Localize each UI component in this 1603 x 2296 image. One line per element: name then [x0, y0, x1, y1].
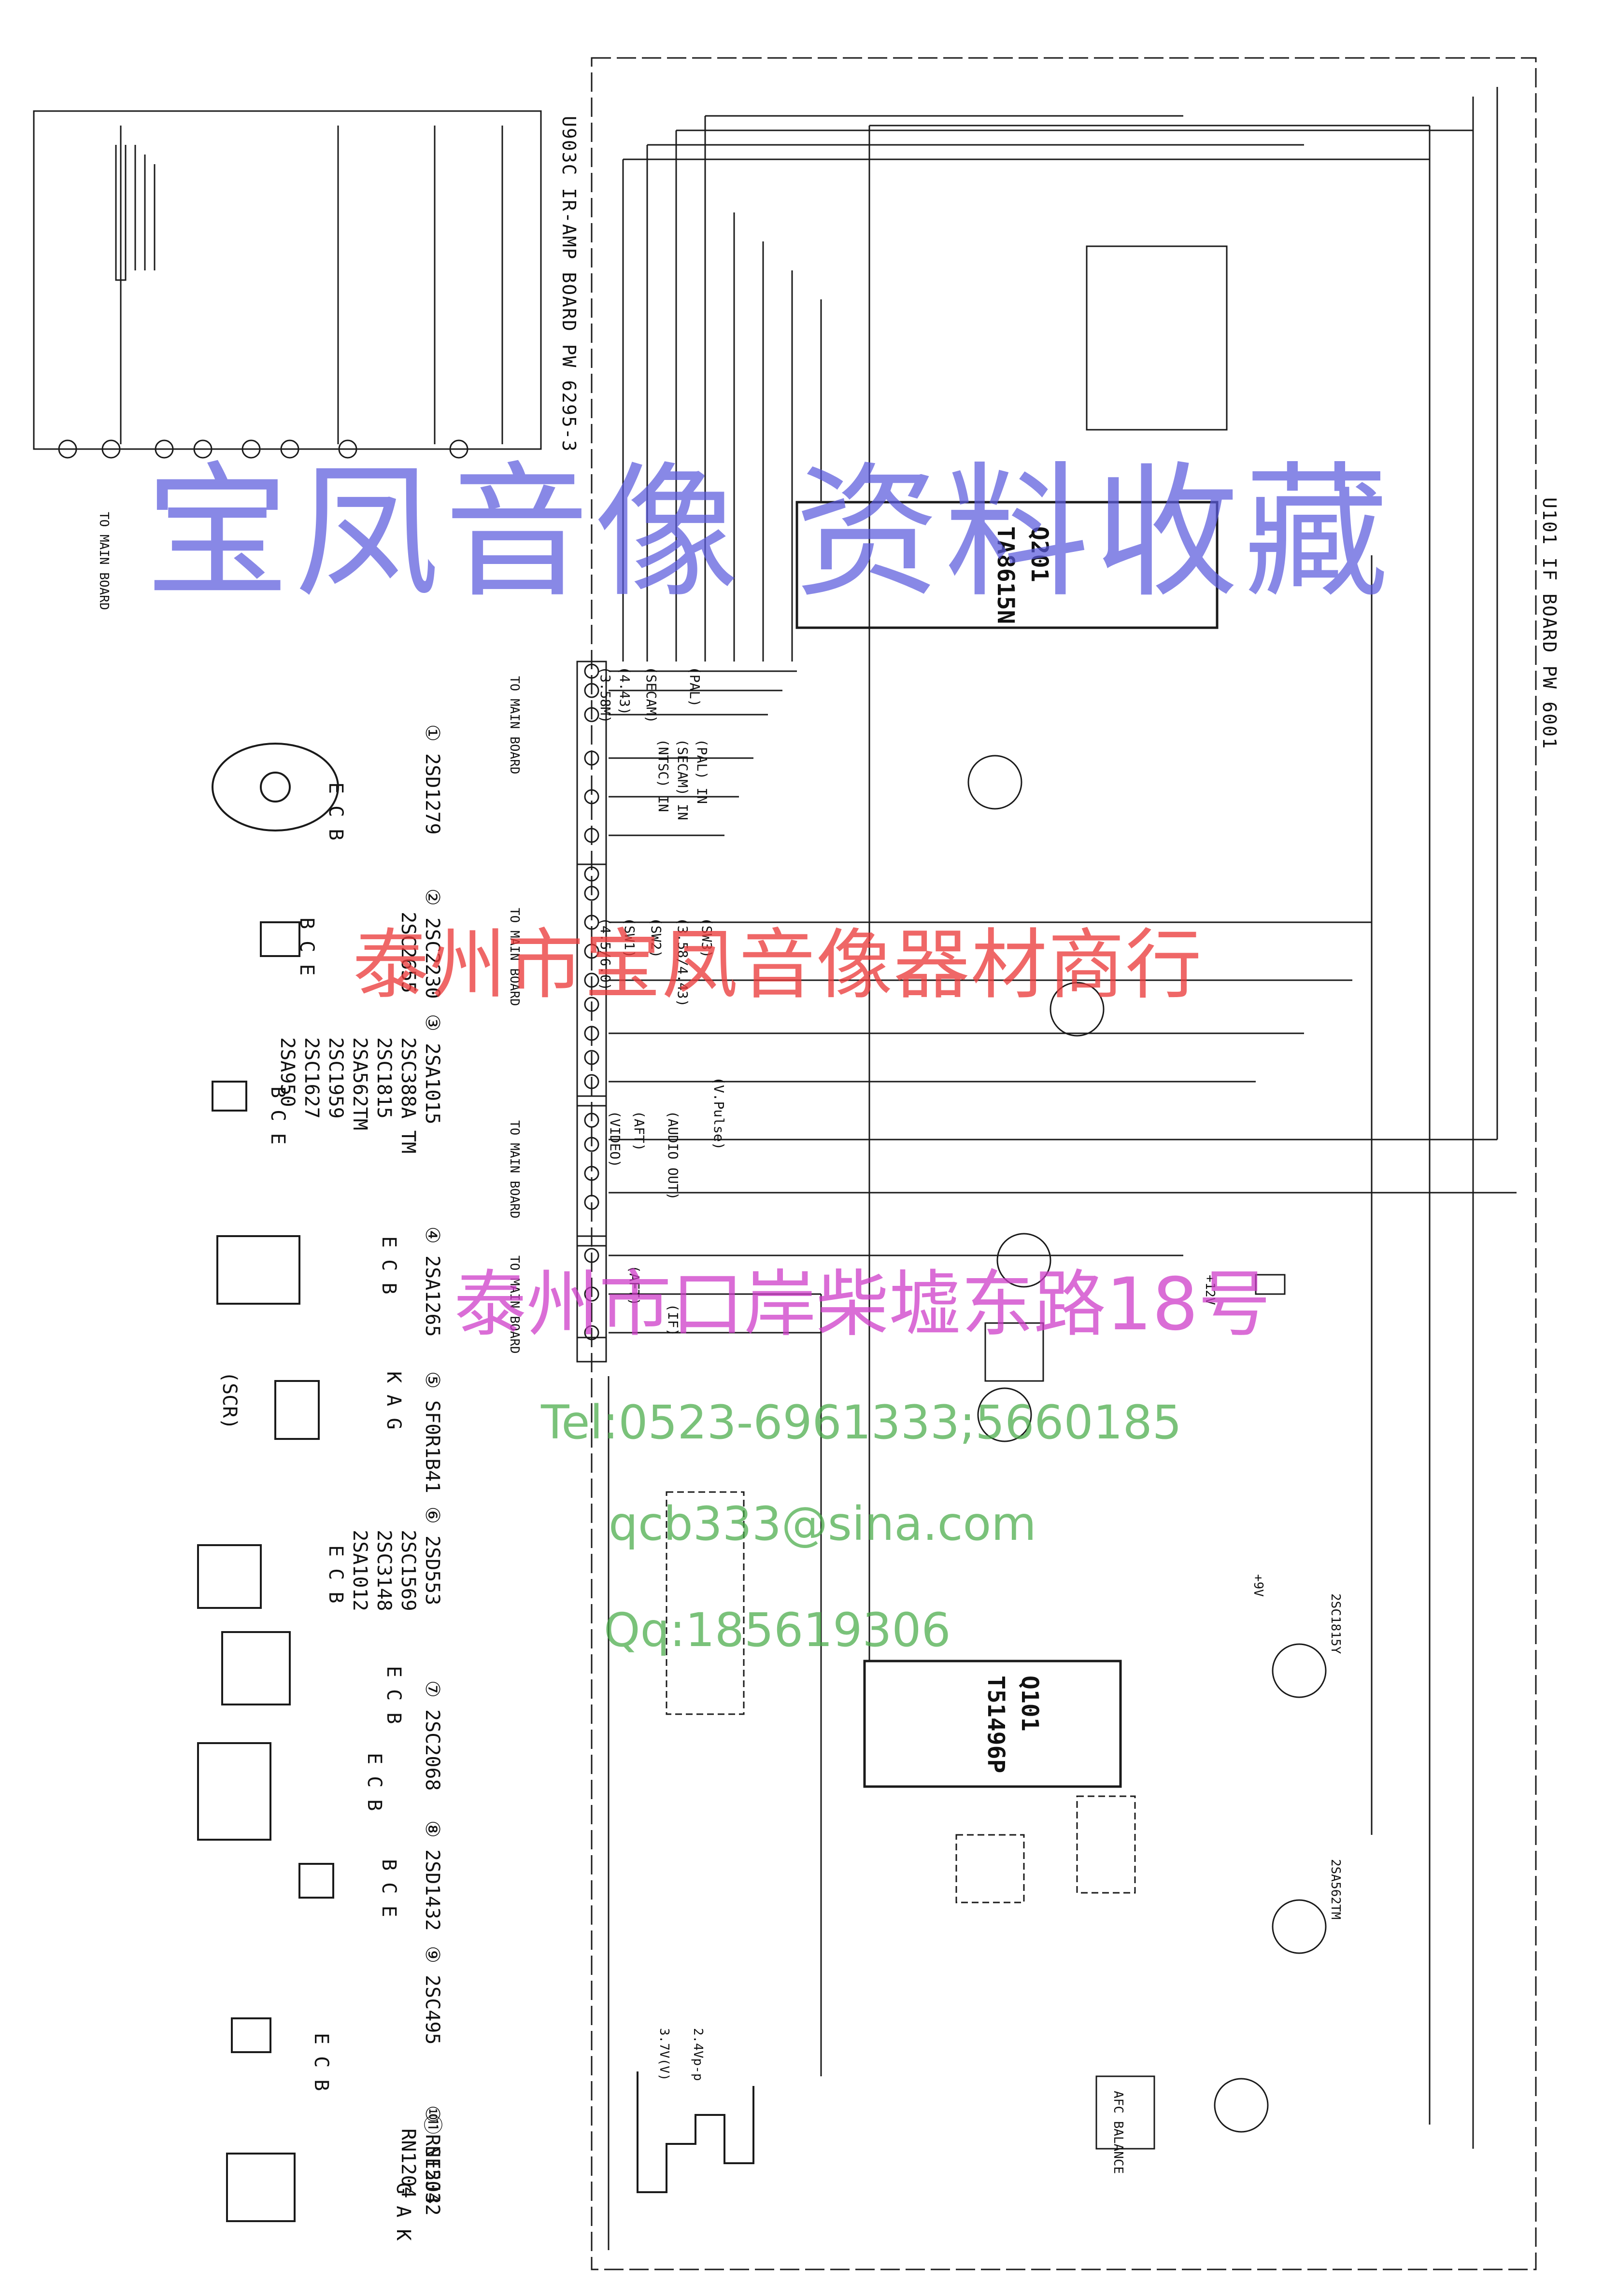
- annotation: (SECAM) IN: [675, 739, 691, 820]
- supply-9v-label: +9V: [1251, 1574, 1265, 1597]
- watermark-title: 宝凤音像 资料收藏: [145, 449, 1394, 617]
- transistor-entry: ⑦ 2SC2068: [421, 1680, 443, 1791]
- ic2-ref: Q101: [1016, 1676, 1043, 1732]
- to-main-board-label: TO MAIN BOARD: [507, 676, 522, 775]
- ic2-name: T51496P: [982, 1676, 1009, 1774]
- annotation: (AUDIO OUT): [665, 1111, 681, 1200]
- watermark-phone: Tel:0523-6961333;5660185: [541, 1395, 1182, 1450]
- if-board-title: U101 IF BOARD PW 6001: [1539, 497, 1560, 750]
- annotation: (PAL): [687, 666, 703, 707]
- transistor-entry: ① 2SD1279: [421, 724, 443, 835]
- afc-balance-label: AFC BALANCE: [1111, 2091, 1125, 2174]
- watermark-address: 泰州市口岸柴墟东路18号: [454, 1263, 1271, 1347]
- annotation: (4.43): [617, 666, 633, 716]
- annotation: (PAL) IN: [694, 739, 710, 804]
- watermark-company: 泰州市宝凤音像器材商行: [353, 921, 1203, 1010]
- package-drawings: [197, 743, 339, 2222]
- waveform-label: 3.7V(V): [657, 2028, 671, 2081]
- transistor-entry: ⑤ SF0R1B41: [421, 1371, 443, 1493]
- annotation: (NTSC) IN: [655, 739, 671, 812]
- annotation: (V.Pulse): [711, 1077, 727, 1150]
- to-main-board-label: TO MAIN BOARD: [97, 512, 111, 610]
- watermark-email: qcb333@sina.com: [609, 1497, 1036, 1551]
- transistor-entry: ⑨ 2SC495: [421, 1946, 443, 2045]
- to-main-board-label: TO MAIN BOARD: [507, 1120, 522, 1219]
- annotation: (VIDEO): [607, 1111, 623, 1168]
- annotation: (SECAM): [643, 666, 659, 724]
- transistor-entry: ④ 2SA1265: [421, 1226, 443, 1337]
- annotation: (3.58M): [597, 666, 613, 724]
- transistor-entry: ⑪ SF5J42: [421, 2115, 443, 2216]
- transistor-label: 2SA562TM: [1328, 1859, 1343, 1920]
- pin-label: G A K: [392, 2183, 414, 2241]
- waveform-label: 2.4Vp-p: [691, 2028, 705, 2081]
- annotation: (AFT): [631, 1111, 647, 1152]
- transistor-label: 2SC1815Y: [1328, 1593, 1343, 1654]
- transistor-entry: ⑧ 2SD1432: [421, 1820, 443, 1931]
- watermark-qq: Qq:185619306: [604, 1603, 951, 1657]
- ir-amp-board-title: U903C IR-AMP BOARD PW 6295-3: [558, 116, 580, 452]
